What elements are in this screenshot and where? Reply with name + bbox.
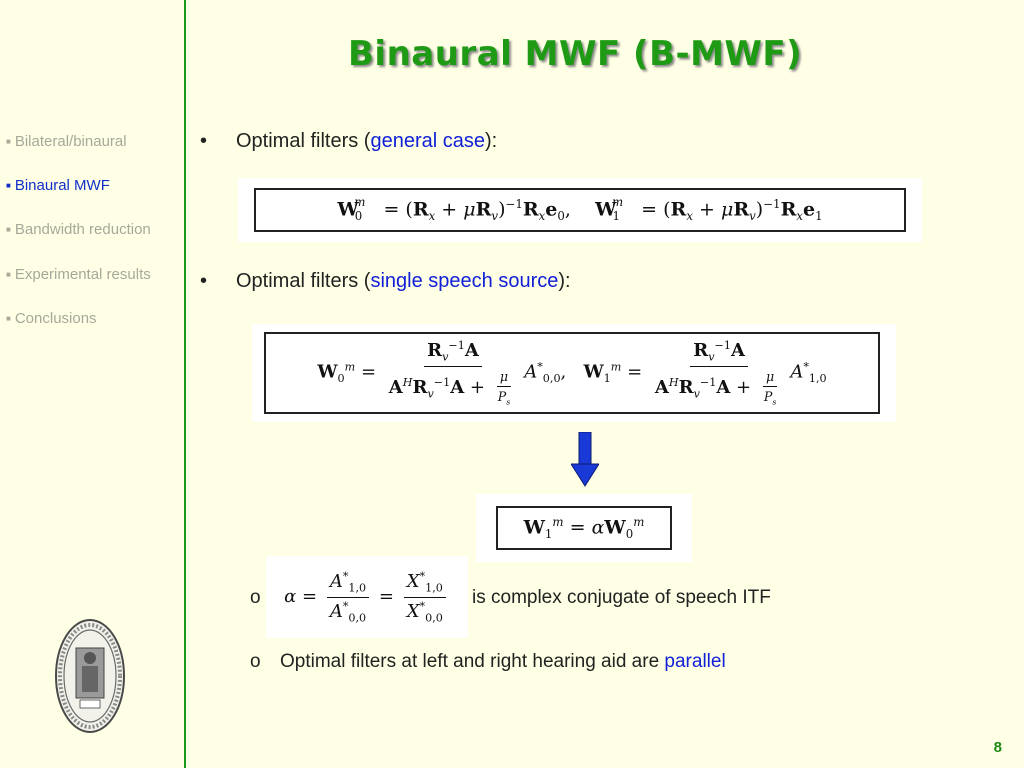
nav-bullet: ■: [6, 137, 11, 146]
bullet-text: ):: [558, 270, 571, 292]
nav-bullet: ■: [6, 225, 11, 234]
university-seal-icon: [55, 619, 125, 733]
slide-title: Binaural MWF (B-MWF): [348, 34, 803, 74]
sub-bullet-text: is complex conjugate of speech ITF: [472, 587, 771, 608]
page-number: 8: [993, 739, 1002, 756]
nav-item-experimental-results[interactable]: ■Experimental results: [6, 266, 151, 283]
equation-parallel: W1m = αW0m: [496, 506, 672, 550]
bullet-single-speech-source: • Optimal filters (single speech source):: [200, 270, 571, 293]
nav-bullet: ■: [6, 181, 11, 190]
sub-bullet-marker: o: [250, 651, 261, 672]
sub-bullet-text: Optimal filters at left and right hearin…: [280, 651, 665, 672]
nav-bullet: ■: [6, 314, 11, 323]
nav-item-label: Bandwidth reduction: [14, 221, 151, 238]
nav-item-label: Experimental results: [14, 266, 151, 283]
nav-item-binaural-mwf[interactable]: ■Binaural MWF: [6, 177, 110, 194]
sub-bullet-parallel: o Optimal filters at left and right heari…: [250, 651, 726, 673]
equation-general-case-panel: W0m = (Rx + μRv)−1Rxe0, W1m = (Rx + μRv)…: [238, 178, 922, 242]
equation-parallel-panel: W1m = αW0m: [476, 494, 692, 562]
nav-item-bilateral-binaural[interactable]: ■Bilateral/binaural: [6, 133, 127, 150]
nav-item-label: Conclusions: [14, 310, 97, 327]
bullet-general-case: • Optimal filters (general case):: [200, 130, 498, 153]
sub-bullet-highlight: parallel: [664, 651, 726, 672]
bullet-text: Optimal filters (: [236, 130, 371, 152]
nav-item-conclusions[interactable]: ■Conclusions: [6, 310, 97, 327]
bullet-highlight: general case: [370, 130, 485, 152]
bullet-dot: •: [200, 270, 208, 292]
nav-item-bandwidth-reduction[interactable]: ■Bandwidth reduction: [6, 221, 151, 238]
bullet-highlight: single speech source: [370, 270, 559, 292]
sub-bullet-marker: o: [250, 587, 261, 608]
bullet-text: Optimal filters (: [236, 270, 371, 292]
bullet-dot: •: [200, 130, 208, 152]
sidebar-divider: [184, 0, 186, 768]
nav-item-label: Binaural MWF: [14, 177, 110, 194]
nav-item-label: Bilateral/binaural: [14, 133, 127, 150]
down-arrow-icon: [571, 432, 599, 487]
nav-bullet: ■: [6, 270, 11, 279]
bullet-text: ):: [485, 130, 498, 152]
equation-general-case: W0m = (Rx + μRv)−1Rxe0, W1m = (Rx + μRv)…: [254, 188, 906, 232]
sub-bullet-itf: o is complex conjugate of speech ITF: [250, 587, 771, 609]
